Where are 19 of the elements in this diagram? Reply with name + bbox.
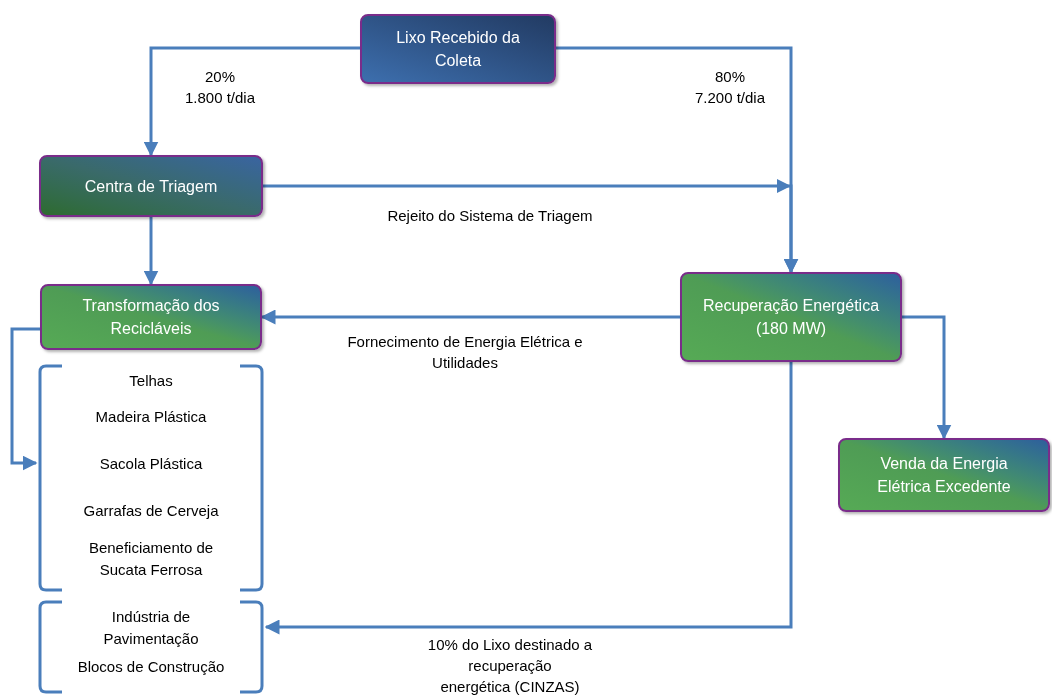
arrow bbox=[264, 362, 793, 635]
process-box: Lixo Recebido da Coleta bbox=[360, 14, 556, 84]
arrow bbox=[902, 315, 952, 440]
process-box: Transformação dos Recicláveis bbox=[40, 284, 262, 350]
list-item: Beneficiamento de Sucata Ferrosa bbox=[87, 538, 215, 580]
arrow bbox=[10, 327, 40, 471]
process-box: Venda da Energia Elétrica Excedente bbox=[838, 438, 1050, 512]
list-item: Blocos de Construção bbox=[76, 657, 226, 677]
list-item: Madeira Plástica bbox=[94, 407, 208, 427]
list-item: Sacola Plástica bbox=[98, 454, 204, 474]
list-item: Garrafas de Cerveja bbox=[82, 501, 220, 521]
list-item: Indústria de Pavimentação bbox=[102, 607, 200, 649]
process-box: Recuperação Energética (180 MW) bbox=[680, 272, 902, 362]
arrow bbox=[263, 179, 799, 274]
arrow bbox=[143, 217, 159, 286]
process-box: Centra de Triagem bbox=[39, 155, 263, 217]
arrow bbox=[143, 46, 360, 157]
arrow bbox=[260, 309, 680, 325]
list-item: Telhas bbox=[128, 371, 174, 391]
